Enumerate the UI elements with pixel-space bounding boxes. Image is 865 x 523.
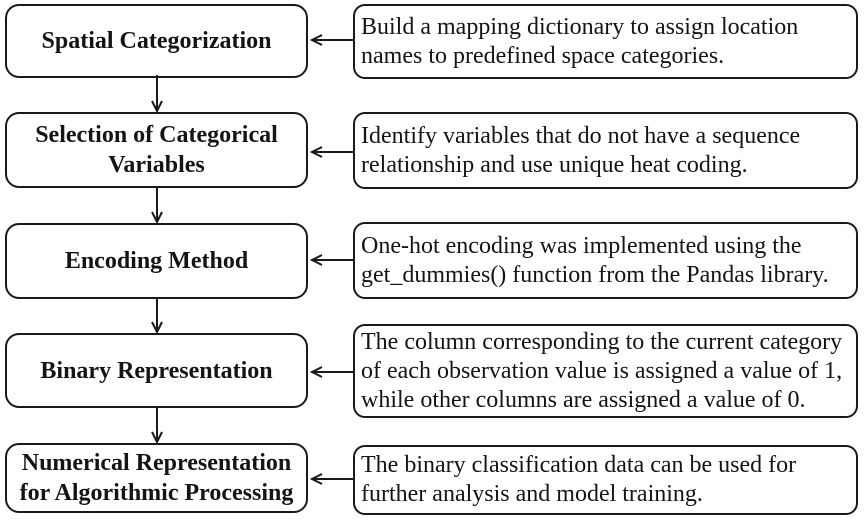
note-text: The binary classification data can be us…	[361, 452, 797, 507]
step-box-spatial-categorization: Spatial Categorization	[5, 4, 308, 78]
step-box-selection-of-categorical-variables: Selection of Categorical Variables	[5, 112, 308, 188]
note-text: The column corresponding to the current …	[361, 328, 843, 413]
step-label: Spatial Categorization	[41, 28, 272, 54]
note-box-binary-representation: The column corresponding to the current …	[353, 324, 858, 418]
step-box-numerical-representation: Numerical Representation for Algorithmic…	[5, 443, 308, 513]
step-box-binary-representation: Binary Representation	[5, 333, 308, 408]
left-arrow-icon	[309, 146, 354, 158]
note-text: One-hot encoding was implemented using t…	[361, 232, 829, 288]
step-label: Selection of Categorical Variables	[35, 122, 278, 178]
left-arrow-icon	[309, 366, 354, 378]
note-text: Build a mapping dictionary to assign loc…	[361, 13, 799, 69]
note-box-encoding-method: One-hot encoding was implemented using t…	[353, 222, 858, 299]
note-box-spatial-categorization: Build a mapping dictionary to assign loc…	[353, 4, 858, 79]
down-arrow-icon	[151, 75, 163, 112]
step-box-encoding-method: Encoding Method	[5, 223, 308, 299]
down-arrow-icon	[151, 188, 163, 223]
step-label: Encoding Method	[64, 248, 249, 274]
note-box-selection-of-categorical-variables: Identify variables that do not have a se…	[353, 112, 858, 189]
down-arrow-icon	[151, 408, 163, 443]
down-arrow-icon	[151, 299, 163, 333]
step-label: Numerical Representation for Algorithmic…	[19, 450, 294, 506]
left-arrow-icon	[309, 254, 354, 266]
note-text: Identify variables that do not have a se…	[361, 122, 801, 178]
note-box-numerical-representation: The binary classification data can be us…	[353, 445, 858, 515]
step-label: Binary Representation	[40, 357, 273, 384]
left-arrow-icon	[309, 473, 354, 485]
left-arrow-icon	[309, 34, 354, 46]
